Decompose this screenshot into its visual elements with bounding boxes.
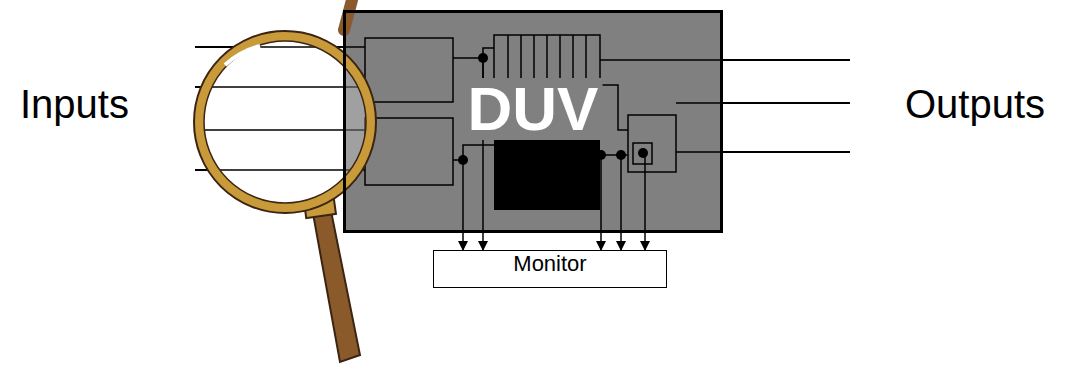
duv-box: DUV [343, 10, 723, 233]
monitor-arrow [462, 233, 464, 250]
node-text: DUV [464, 78, 603, 140]
inputs-label: Inputs [20, 82, 129, 127]
monitor-arrow [600, 233, 602, 250]
outputs-label: Outputs [905, 82, 1045, 127]
monitor-box: Monitor [433, 250, 667, 288]
monitor-arrow [644, 233, 646, 250]
monitor-arrow [620, 233, 622, 250]
monitor-arrow [482, 233, 484, 250]
node-text: Monitor [434, 251, 666, 277]
